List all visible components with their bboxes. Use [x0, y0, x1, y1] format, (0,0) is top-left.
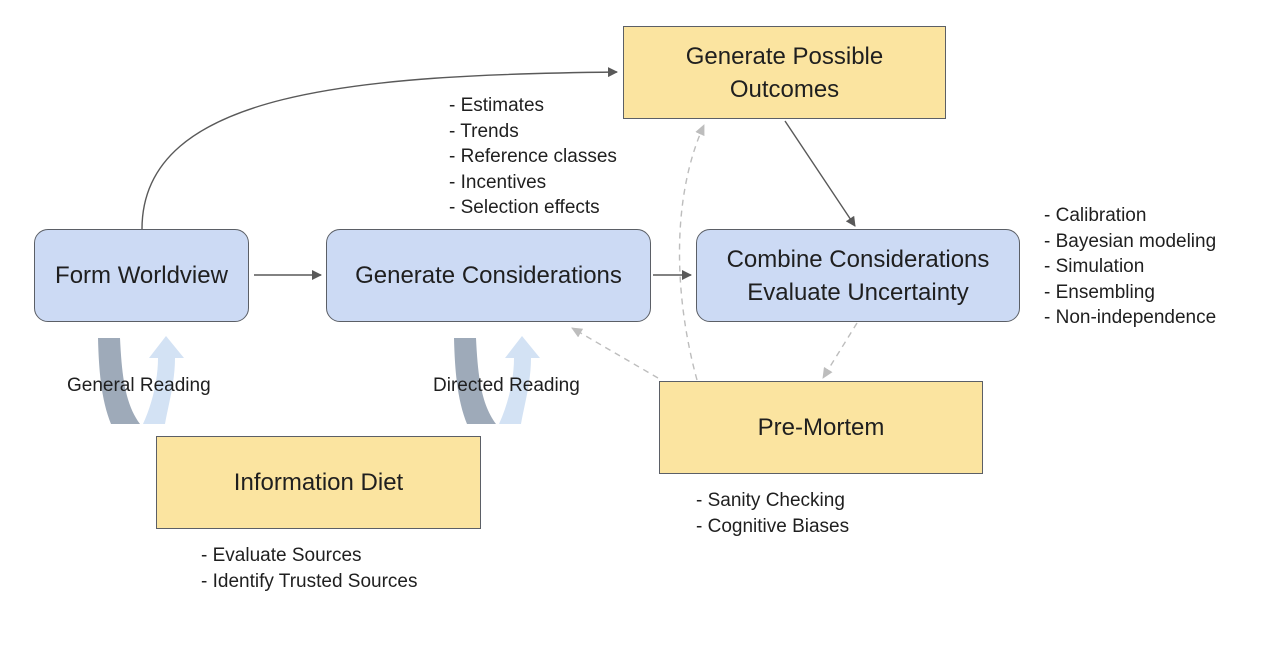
generate-considerations-label: Generate Considerations: [355, 262, 622, 289]
note-item: - Cognitive Biases: [696, 515, 850, 537]
directed-reading-arrow: [454, 336, 540, 424]
generate-outcomes-label-line-1: Generate Possible: [685, 42, 884, 70]
generate-considerations-node: Generate Considerations: [326, 229, 651, 322]
arrow-combine-to-premortem: [822, 322, 858, 379]
note-item: - Sanity Checking: [696, 490, 845, 511]
general-reading-label: General Reading: [67, 375, 211, 396]
note-item: - Reference classes: [449, 146, 617, 167]
form-worldview-label: Form Worldview: [55, 262, 228, 289]
note-item: - Non-independence: [1044, 307, 1217, 328]
combine-notes: - Calibration - Bayesian modeling - Simu…: [1044, 203, 1216, 331]
arrow-worldview-to-outcomes: [141, 67, 618, 230]
combine-label-line-1: Combine Considerations: [726, 245, 990, 273]
arrow-outcomes-to-combine: [784, 120, 856, 227]
note-item: - Estimates: [449, 95, 545, 116]
form-worldview-node: Form Worldview: [34, 229, 249, 322]
arrow-premortem-to-considerations: [571, 327, 659, 379]
note-item: - Evaluate Sources: [201, 545, 362, 566]
pre-mortem-node: Pre-Mortem: [659, 381, 983, 474]
note-item: - Trends: [449, 120, 519, 142]
note-item: - Simulation: [1044, 256, 1145, 277]
directed-reading-label: Directed Reading: [433, 375, 580, 396]
information-diet-label: Information Diet: [233, 469, 404, 496]
note-item: - Incentives: [449, 171, 547, 193]
note-item: - Ensembling: [1044, 281, 1155, 303]
general-reading-arrow: [98, 336, 184, 424]
combine-label-line-2: Evaluate Uncertainty: [747, 278, 969, 306]
combine-considerations-node: Combine Considerations Evaluate Uncertai…: [696, 229, 1020, 322]
generate-outcomes-node: Generate Possible Outcomes: [623, 26, 946, 119]
information-diet-notes: - Evaluate Sources - Identify Trusted So…: [201, 543, 418, 594]
note-item: - Bayesian modeling: [1044, 230, 1217, 252]
pre-mortem-label: Pre-Mortem: [757, 414, 885, 441]
note-item: - Identify Trusted Sources: [201, 570, 418, 592]
information-diet-node: Information Diet: [156, 436, 481, 529]
note-item: - Calibration: [1044, 205, 1147, 226]
generate-outcomes-label-line-2: Outcomes: [729, 75, 840, 103]
note-item: - Selection effects: [449, 197, 600, 218]
pre-mortem-notes: - Sanity Checking - Cognitive Biases: [696, 488, 849, 539]
considerations-notes: - Estimates - Trends - Reference classes…: [449, 93, 617, 221]
